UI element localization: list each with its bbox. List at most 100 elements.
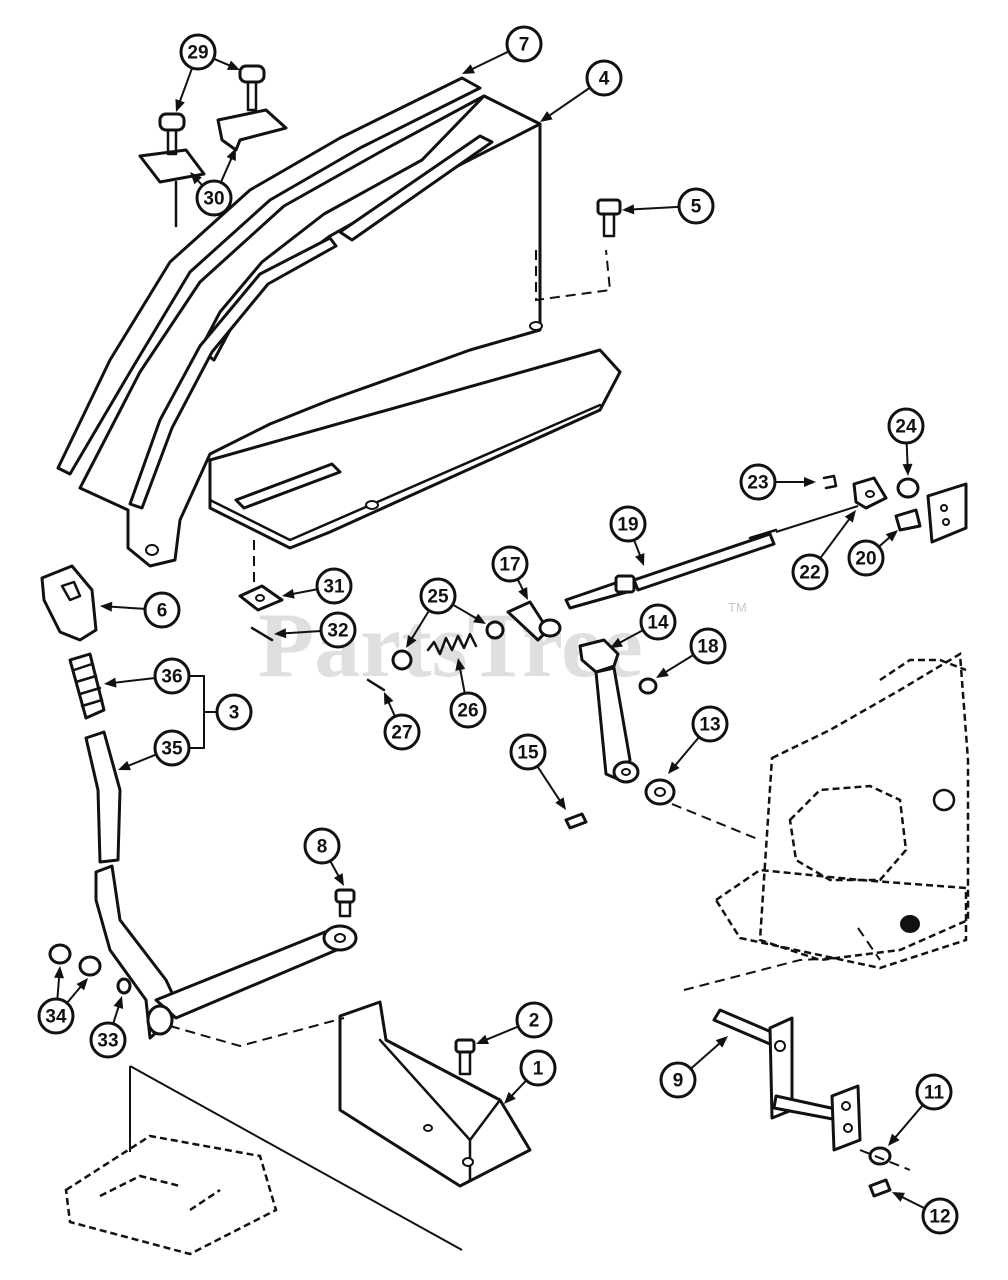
callout-circle [739,463,777,501]
callout-leader [452,603,480,621]
callout-label: 18 [697,637,718,658]
callout-label: 12 [929,1207,950,1228]
callout-leader [111,676,156,685]
callout-arrowhead [635,553,645,566]
callout-2: 2 [515,1001,553,1039]
callout-circle [887,407,925,445]
callout-circle [315,567,353,605]
callout-circle [449,691,487,729]
callout-arrowhead [473,613,486,624]
callout-circle [195,179,233,217]
callout-circle [491,545,529,583]
callout-label: 22 [799,563,820,584]
callout-arrowhead [118,760,131,771]
callout-leader [892,1104,924,1141]
callout-arrowhead [518,587,528,600]
callout-circle [585,59,623,97]
callout-group: 1234567891112131415171819202223242526272… [37,25,959,1235]
watermark-trademark: TM [728,600,747,615]
callout-arrowhead [76,978,88,991]
callout-arrowhead [100,601,113,612]
clip-31-pin-32 [238,540,284,642]
callout-label: 4 [599,69,610,90]
callout-17: 17 [491,545,529,583]
callout-arrowhead [406,635,417,648]
callout-circle [153,729,191,767]
callout-leader [616,629,644,646]
callout-9: 9 [659,1061,697,1099]
callout-arrowhead [476,1034,489,1045]
callout-leader [281,630,322,635]
callout-circle [383,713,421,751]
callout-arrowhead [175,99,185,112]
callout-circle [515,1001,553,1039]
callout-30: 30 [195,179,233,217]
callout-leader [662,654,695,675]
callout-32: 32 [319,611,357,649]
callout-15: 15 [509,733,547,771]
callout-circle [153,657,191,695]
callout-label: 36 [161,667,182,688]
callout-14: 14 [639,603,677,641]
callout-circle [89,1021,127,1059]
callout-circle [689,627,727,665]
callout-5: 5 [677,187,715,225]
callout-arrowhead [622,204,635,215]
callout-arrowhead [804,477,816,487]
callout-circle [37,997,75,1035]
callout-label: 31 [323,577,345,598]
callout-circle [505,25,543,63]
callout-circle [639,603,677,641]
callout-25: 25 [419,577,457,615]
callout-27: 27 [383,713,421,751]
callout-12: 12 [921,1197,959,1235]
callout-label: 32 [327,621,348,642]
callout-arrowhead [888,1133,900,1146]
callout-leader [177,67,194,105]
bolt-5 [596,198,622,238]
callout-label: 14 [647,613,669,634]
callout-label: 5 [691,197,702,218]
callout-leader [125,753,157,768]
callout-circle [519,1049,557,1087]
callout-arrowhead [54,966,65,979]
callout-arrowhead [610,637,623,648]
callout-29: 29 [179,33,217,71]
callout-label: 17 [499,555,520,576]
callout-arrowhead [902,463,913,476]
callout-18: 18 [689,627,727,665]
pedal-pad-36 [68,652,106,720]
callout-arrowhead [656,667,669,678]
callout-circle [179,33,217,71]
callout-label: 35 [161,739,183,760]
callout-arrowhead [504,1091,516,1104]
callout-6: 6 [143,591,181,629]
knob-bracket-assembly [138,64,288,228]
callout-arrowhead [227,60,240,70]
callout-arrowhead [384,692,394,705]
callout-label: 27 [391,723,412,744]
callout-leader [672,736,700,769]
callout-circle [419,577,457,615]
callout-31: 31 [315,567,353,605]
callout-leader [289,588,318,596]
callout-label: 34 [45,1007,67,1028]
callout-arrowhead [113,996,124,1009]
floor-plate-ghost [64,1065,463,1256]
callout-36: 36 [153,657,191,695]
callout-label: 24 [895,417,917,438]
callout-arrowhead [333,873,344,886]
callout-leader [629,205,680,211]
callout-label: 30 [203,189,224,210]
callout-13: 13 [691,705,729,743]
callout-label: 9 [673,1071,684,1092]
shaft-9-assembly [712,1008,911,1198]
callout-arrowhead [715,1036,728,1048]
callout-arrowhead [892,1192,905,1202]
callout-circle [303,827,341,865]
spring-washers [366,620,505,692]
callout-label: 2 [529,1011,540,1032]
callout-circle [915,1073,953,1111]
callout-circle [659,1061,697,1099]
callout-leader [483,1025,519,1042]
